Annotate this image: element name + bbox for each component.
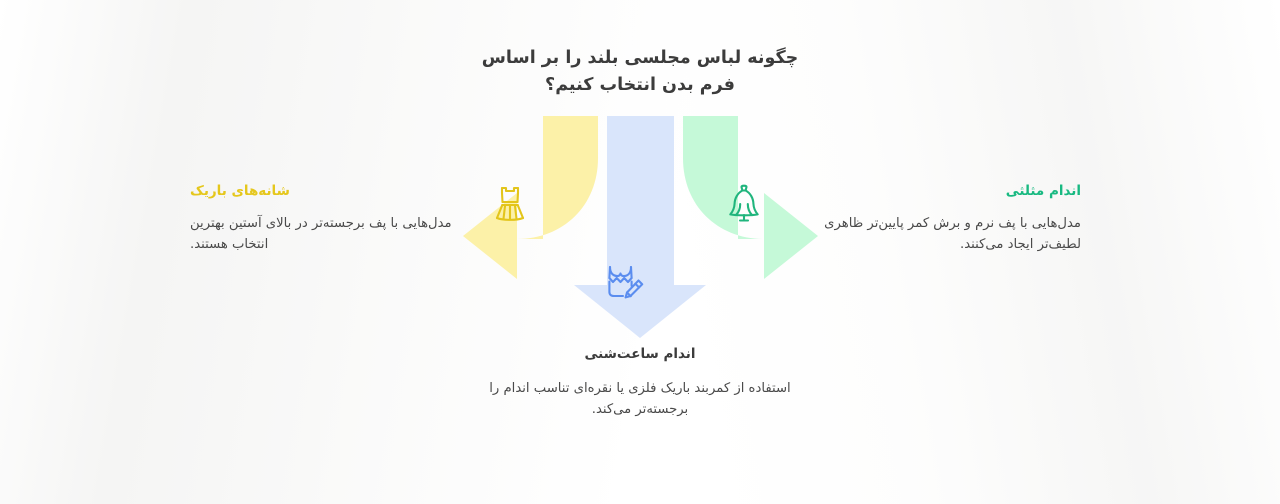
branch-bottom: اندام ساعت‌شنی استفاده از کمربند باریک ف… (480, 345, 800, 421)
straight-arrow-down (574, 116, 706, 338)
branch-right: اندام مثلثی مدل‌هایی با پف نرم و برش کمر… (806, 182, 1081, 256)
page-title-line-1: چگونه لباس مجلسی بلند را بر اساس (481, 48, 799, 68)
branch-bottom-body: استفاده از کمربند باریک فلزی یا نقره‌ای … (489, 380, 791, 418)
dress-icon (486, 179, 534, 231)
branch-right-body: مدل‌هایی با پف نرم و برش کمر پایین‌تر ظا… (824, 215, 1081, 253)
page-title-line-2: فرم بدن انتخاب کنیم؟ (545, 75, 735, 96)
branch-left: شانه‌های باریک مدل‌هایی با پف برجسته‌تر … (190, 182, 465, 256)
branch-left-heading: شانه‌های باریک (190, 183, 290, 199)
branch-left-body: مدل‌هایی با پف برجسته‌تر در بالای آستین … (190, 215, 452, 253)
branch-bottom-heading: اندام ساعت‌شنی (584, 346, 696, 362)
dress-pencil-icon (597, 259, 647, 313)
curved-arrow-left (463, 116, 598, 279)
page-title: چگونه لباس مجلسی بلند را بر اساس فرم بدن… (440, 45, 840, 99)
curved-arrow-right (683, 116, 818, 279)
dress-form-mannequin-icon (720, 179, 768, 231)
branch-right-heading: اندام مثلثی (1005, 183, 1081, 199)
